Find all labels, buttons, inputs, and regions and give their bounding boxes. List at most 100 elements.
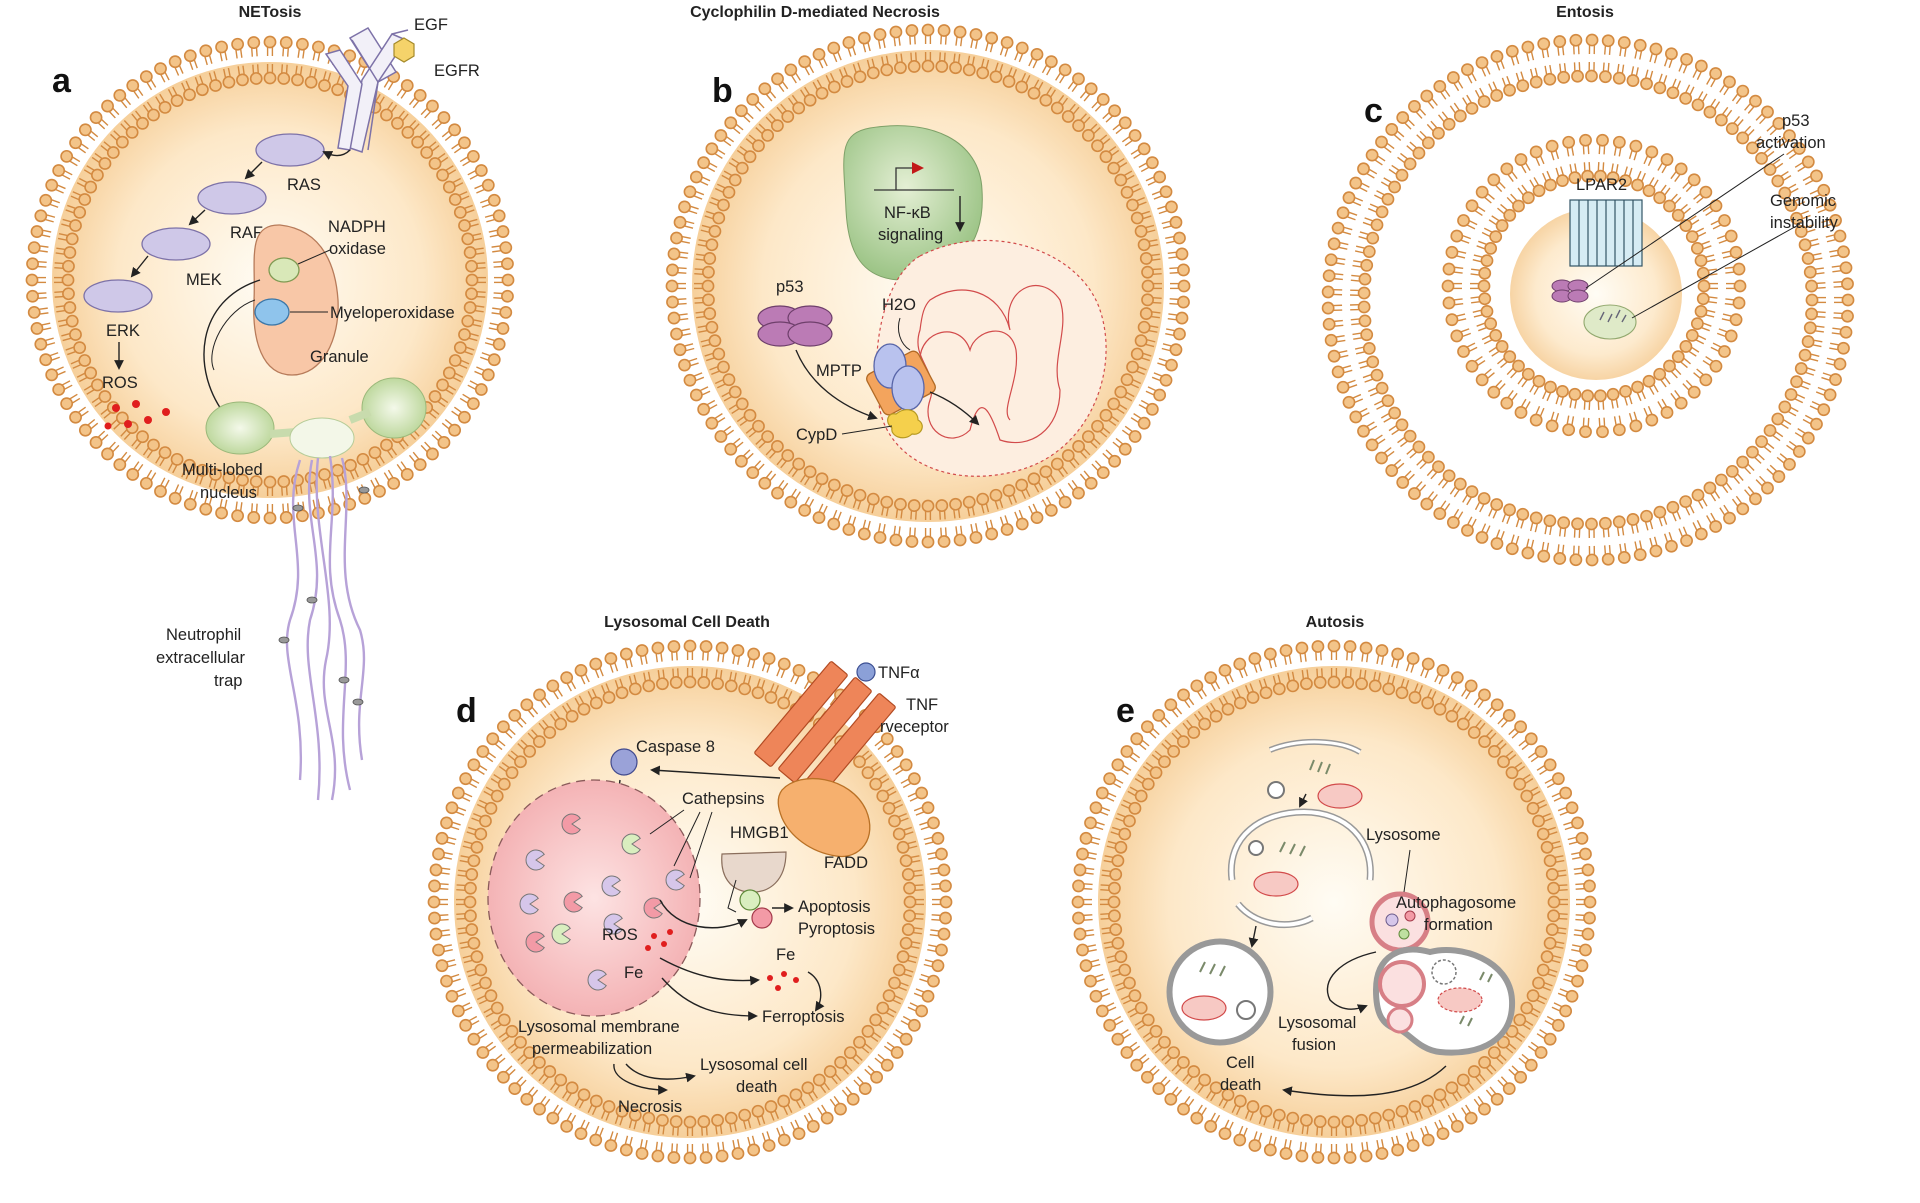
ros-label-d: ROS	[602, 926, 638, 944]
egfr-label: EGFR	[434, 62, 480, 80]
nadph-label-line2: oxidase	[329, 240, 386, 258]
apoptosis-label: Apoptosis	[798, 898, 870, 916]
fe-dots	[767, 971, 799, 991]
ferroptosis-label: Ferroptosis	[762, 1008, 845, 1026]
autolysosome-to-death-arrow	[1282, 1065, 1447, 1097]
erk-kinase	[83, 279, 153, 313]
genomic-label-line2: instability	[1770, 214, 1839, 232]
raf-kinase	[197, 181, 267, 215]
panel-a-netosis: NETosis a EGF EGFR RAS RAF MEK ERK ROS	[52, 4, 480, 801]
nadph-label-line1: NADPH	[328, 218, 386, 236]
ras-label: RAS	[287, 176, 321, 194]
cathepsin-icon	[643, 897, 663, 919]
tnfa-label: TNFα	[878, 664, 920, 682]
lmp-label-line2: permeabilization	[532, 1040, 652, 1058]
p53-small-tetramer	[1551, 279, 1589, 303]
myeloperoxidase-label: Myeloperoxidase	[330, 304, 455, 322]
ros-dots	[104, 400, 170, 430]
cathepsin-icon	[621, 833, 641, 855]
necrosis-label: Necrosis	[618, 1098, 682, 1116]
cathepsins-label: Cathepsins	[682, 790, 765, 808]
egf-label: EGF	[414, 16, 448, 34]
cathepsin-group	[519, 813, 685, 991]
cypd-protein	[887, 409, 923, 439]
net-label-line1: Neutrophil	[166, 626, 241, 644]
membrane-panel-c-inner	[1441, 133, 1747, 439]
genomic-label-line1: Genomic	[1770, 192, 1836, 210]
pyroptosis-label: Pyroptosis	[798, 920, 875, 938]
p53-activation-label-line1: p53	[1782, 112, 1810, 130]
panel-b-cyclophilin-d-necrosis: Cyclophilin D-mediated Necrosis b NF-κB …	[690, 4, 1107, 477]
granule-to-nucleus-arrow	[203, 279, 261, 418]
cathepsin-icon	[601, 875, 621, 897]
caspase8-label: Caspase 8	[636, 738, 715, 756]
cell-death-label-line2: death	[1220, 1076, 1261, 1094]
net-label-line2: extracellular	[156, 649, 245, 667]
lpar2-label: LPAR2	[1576, 176, 1627, 194]
panel-a-title: NETosis	[239, 4, 302, 21]
egfr-receptor	[324, 27, 409, 153]
panel-d-title: Lysosomal Cell Death	[604, 614, 770, 631]
lpar2-receptor	[1569, 199, 1643, 267]
cathepsin-icon	[551, 923, 571, 945]
fusion-label-line1: Lysosomal	[1278, 1014, 1356, 1032]
forming-autophagosome	[1227, 808, 1374, 929]
panel-c-title: Entosis	[1556, 4, 1614, 21]
cathepsin-icon	[587, 969, 607, 991]
granule-label: Granule	[310, 348, 369, 366]
erk-label: ERK	[106, 322, 140, 340]
nucleus-label-line1: Multi-lobed	[182, 461, 263, 479]
raf-label: RAF	[230, 224, 263, 242]
neutrophil-extracellular-trap	[285, 455, 366, 801]
autophagosome	[1166, 938, 1274, 1046]
fe-lysosome-label: Fe	[624, 964, 643, 982]
cathepsin-icon	[519, 893, 539, 915]
mek-to-erk-arrow	[130, 255, 149, 278]
panel-e-title: Autosis	[1306, 614, 1365, 631]
mek-label: MEK	[186, 271, 222, 289]
mek-kinase	[141, 227, 211, 261]
inner-cell-nucleus	[1583, 304, 1637, 340]
tnf-receptor-label-line2: rveceptor	[880, 718, 949, 736]
cathepsin-icon	[603, 913, 623, 935]
egfr-to-ras-arrow	[322, 149, 351, 160]
fadd-label: FADD	[824, 854, 868, 872]
panel-d-letter: d	[456, 692, 477, 730]
hmgb1-label: HMGB1	[730, 824, 789, 842]
lmp-label-line1: Lysosomal membrane	[518, 1018, 680, 1036]
nucleus-label-line2: nucleus	[200, 484, 257, 502]
mptp-to-mito-arrow	[929, 391, 980, 426]
nadph-oxidase-vesicle	[268, 257, 300, 283]
tnf-receptor	[754, 661, 896, 799]
panel-c-entosis: Entosis c LPAR2 p53 activation Genomic i…	[1364, 4, 1839, 340]
cathepsin-icon	[665, 869, 685, 891]
panel-e-letter: e	[1116, 692, 1135, 730]
nfkb-label-line1: NF-κB	[884, 204, 931, 222]
lcd-label-line2: death	[736, 1078, 777, 1096]
autolysosome	[1372, 946, 1516, 1056]
lysosome-label: Lysosome	[1366, 826, 1441, 844]
p53-tetramer	[757, 305, 833, 347]
membrane-panel-e	[1071, 639, 1597, 1165]
mptp-pore	[866, 343, 936, 416]
lysosome-permeabilized	[487, 779, 701, 1017]
p53-activation-label-line2: activation	[1756, 134, 1826, 152]
tnf-receptor-label-line1: TNF	[906, 696, 938, 714]
ros-label: ROS	[102, 374, 138, 392]
autophagosome-label-line2: formation	[1424, 916, 1493, 934]
nfkb-label-line2: signaling	[878, 226, 943, 244]
panel-b-title: Cyclophilin D-mediated Necrosis	[690, 4, 940, 21]
h2o-label: H2O	[882, 296, 916, 314]
p53-label: p53	[776, 278, 804, 296]
cell-death-label-line1: Cell	[1226, 1054, 1254, 1072]
autophagosome-label-line1: Autophagosome	[1396, 894, 1516, 912]
fadd-to-caspase8-arrow	[650, 765, 781, 779]
panel-a-letter: a	[52, 62, 72, 100]
cypd-label: CypD	[796, 426, 837, 444]
ros-dots-d	[645, 929, 673, 951]
membrane-panel-c-outer	[1321, 33, 1855, 567]
fadd-protein	[777, 777, 871, 858]
tnfa-ligand	[856, 662, 876, 682]
mptp-label: MPTP	[816, 362, 862, 380]
egf-ligand-icon	[393, 37, 415, 63]
